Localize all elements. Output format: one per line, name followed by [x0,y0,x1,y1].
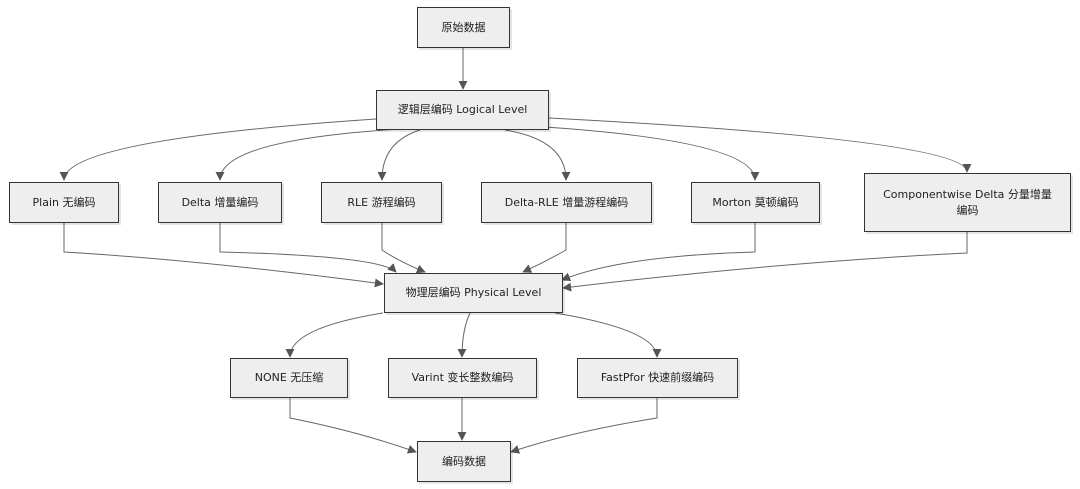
node-fastpfor-label: FastPfor 快速前缀编码 [600,371,715,384]
node-none: NONE 无压缩 [230,358,348,398]
edge-logical-delta-rle [504,129,571,181]
node-morton-label: Morton 莫顿编码 [712,195,799,209]
node-raw-data: 原始数据 [417,7,510,48]
node-logical-level-label: 逻辑层编码 Logical Level [397,103,528,116]
edge-physical-fastpfor [554,312,662,358]
node-plain-label: Plain 无编码 [32,195,96,209]
edge-logical-rle [377,129,421,181]
node-morton: Morton 莫顿编码 [691,182,820,223]
node-encoded-data: 编码数据 [417,441,511,482]
edge-delta-physical [219,223,397,273]
edge-logical-delta [215,128,401,181]
node-raw-data-label: 原始数据 [441,20,486,34]
node-none-label: NONE 无压缩 [254,371,324,384]
node-plain: Plain 无编码 [9,182,119,223]
edge-logical-plain [59,118,377,181]
edge-plain-physical [63,223,384,288]
edge-logical-morton [529,125,760,181]
edge-componentwise-physical [562,232,968,292]
edge-delta-rle-physical [522,223,567,273]
node-delta: Delta 增量编码 [158,182,282,223]
node-delta-label: Delta 增量编码 [181,195,259,209]
node-physical-level: 物理层编码 Physical Level [384,273,563,313]
edge-none-encoded [289,398,417,454]
edge-logical-componentwise [548,117,972,173]
node-rle-label: RLE 游程编码 [347,195,416,209]
node-encoded-data-label: 编码数据 [442,454,486,468]
edge-physical-none [285,312,384,358]
node-componentwise-delta-label: Componentwise Delta 分量增量编码 [883,187,1052,217]
edge-physical-varint [457,312,471,358]
node-fastpfor: FastPfor 快速前缀编码 [577,358,738,398]
edge-fastpfor-encoded [510,398,658,454]
node-varint: Varint 变长整数编码 [388,358,537,398]
node-physical-level-label: 物理层编码 Physical Level [405,286,542,299]
edge-rle-physical [381,223,426,274]
node-logical-level: 逻辑层编码 Logical Level [376,90,549,130]
node-varint-label: Varint 变长整数编码 [411,371,514,384]
node-delta-rle-label: Delta-RLE 增量游程编码 [504,195,629,209]
node-delta-rle: Delta-RLE 增量游程编码 [481,182,652,223]
edge-morton-physical [561,223,756,282]
node-componentwise-delta: Componentwise Delta 分量增量编码 [864,173,1071,232]
node-rle: RLE 游程编码 [321,182,442,223]
